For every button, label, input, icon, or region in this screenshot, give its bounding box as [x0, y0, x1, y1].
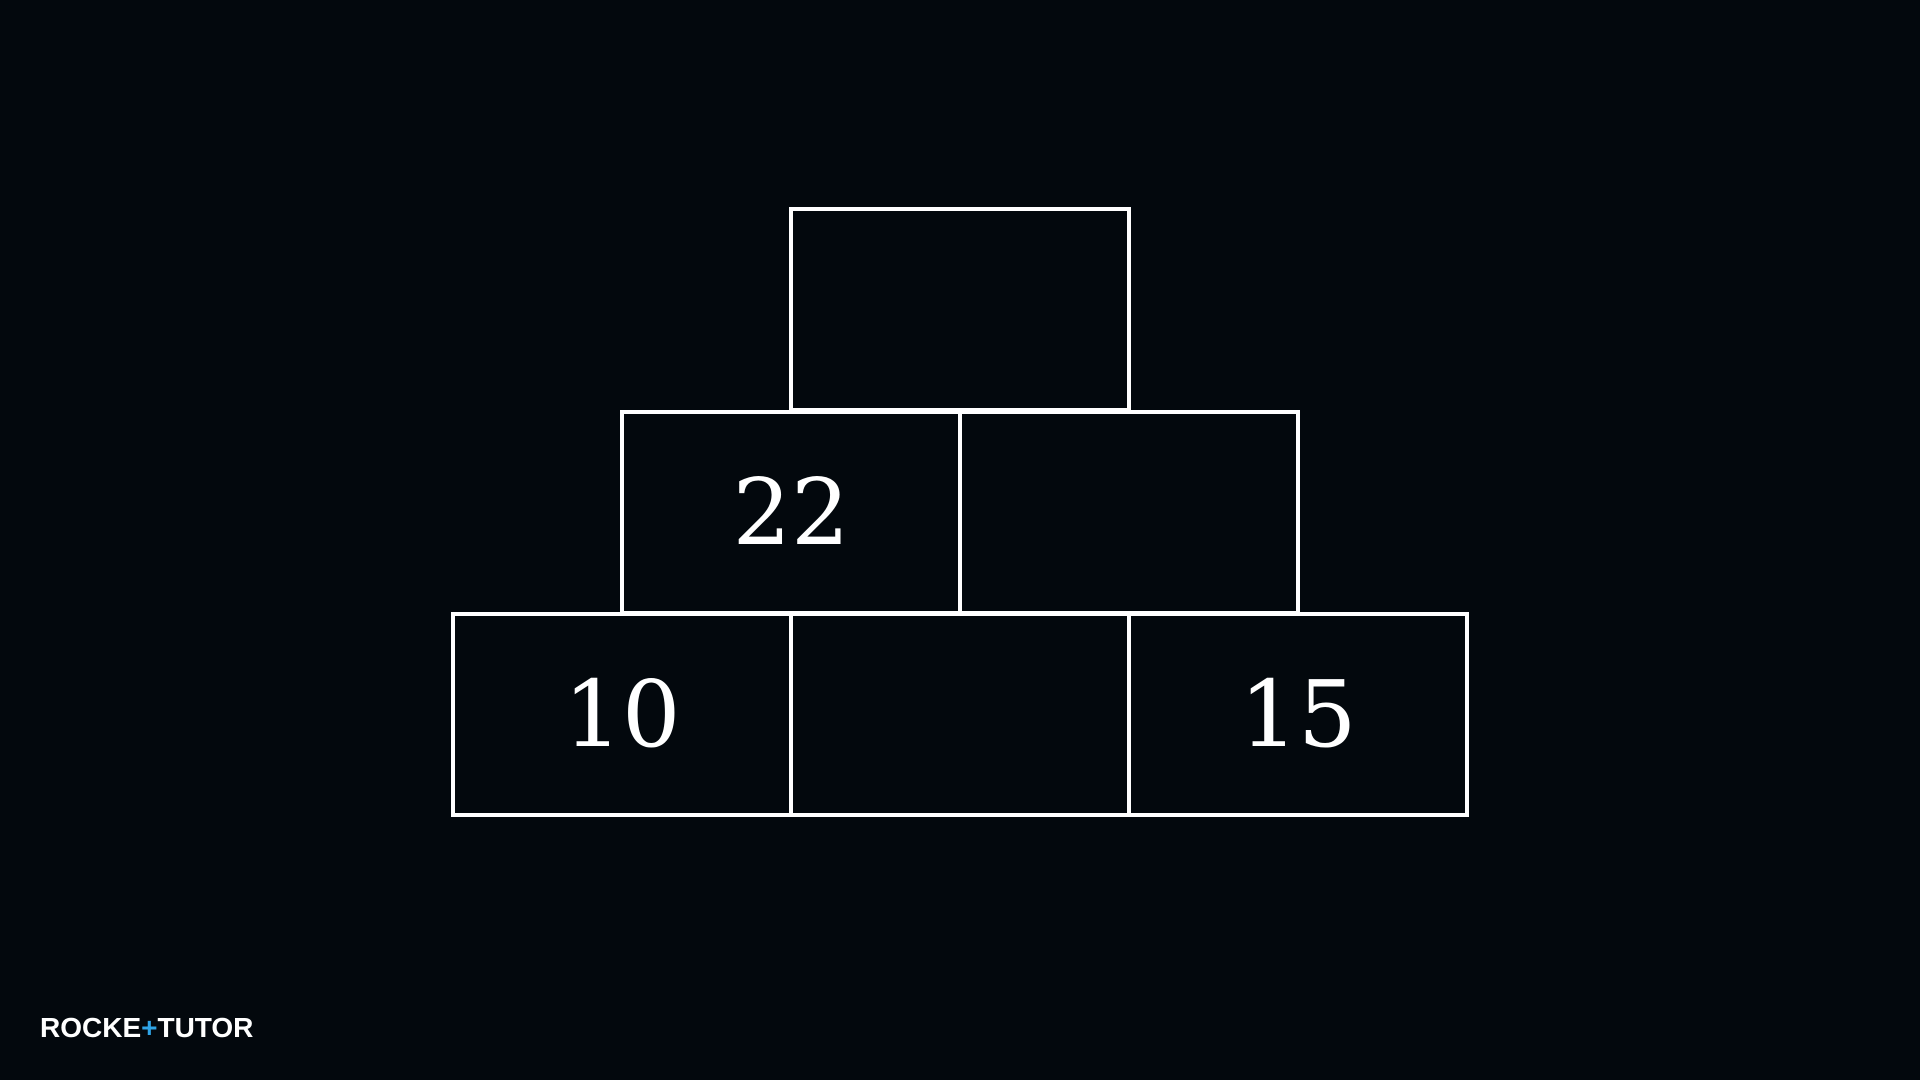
rocket-tutor-logo: ROCKE+TUTOR — [40, 1012, 253, 1044]
pyramid-brick-bottom-middle — [789, 612, 1131, 817]
pyramid-brick-top — [789, 207, 1131, 412]
pyramid-brick-middle-right — [958, 410, 1300, 615]
pyramid-brick-bottom-left: 10 — [451, 612, 793, 817]
logo-plus-icon: + — [141, 1012, 158, 1043]
pyramid-brick-bottom-right: 15 — [1127, 612, 1469, 817]
logo-text-right: TUTOR — [157, 1012, 254, 1043]
pyramid-brick-middle-left: 22 — [620, 410, 962, 615]
logo-text-left: ROCKE — [40, 1012, 142, 1043]
